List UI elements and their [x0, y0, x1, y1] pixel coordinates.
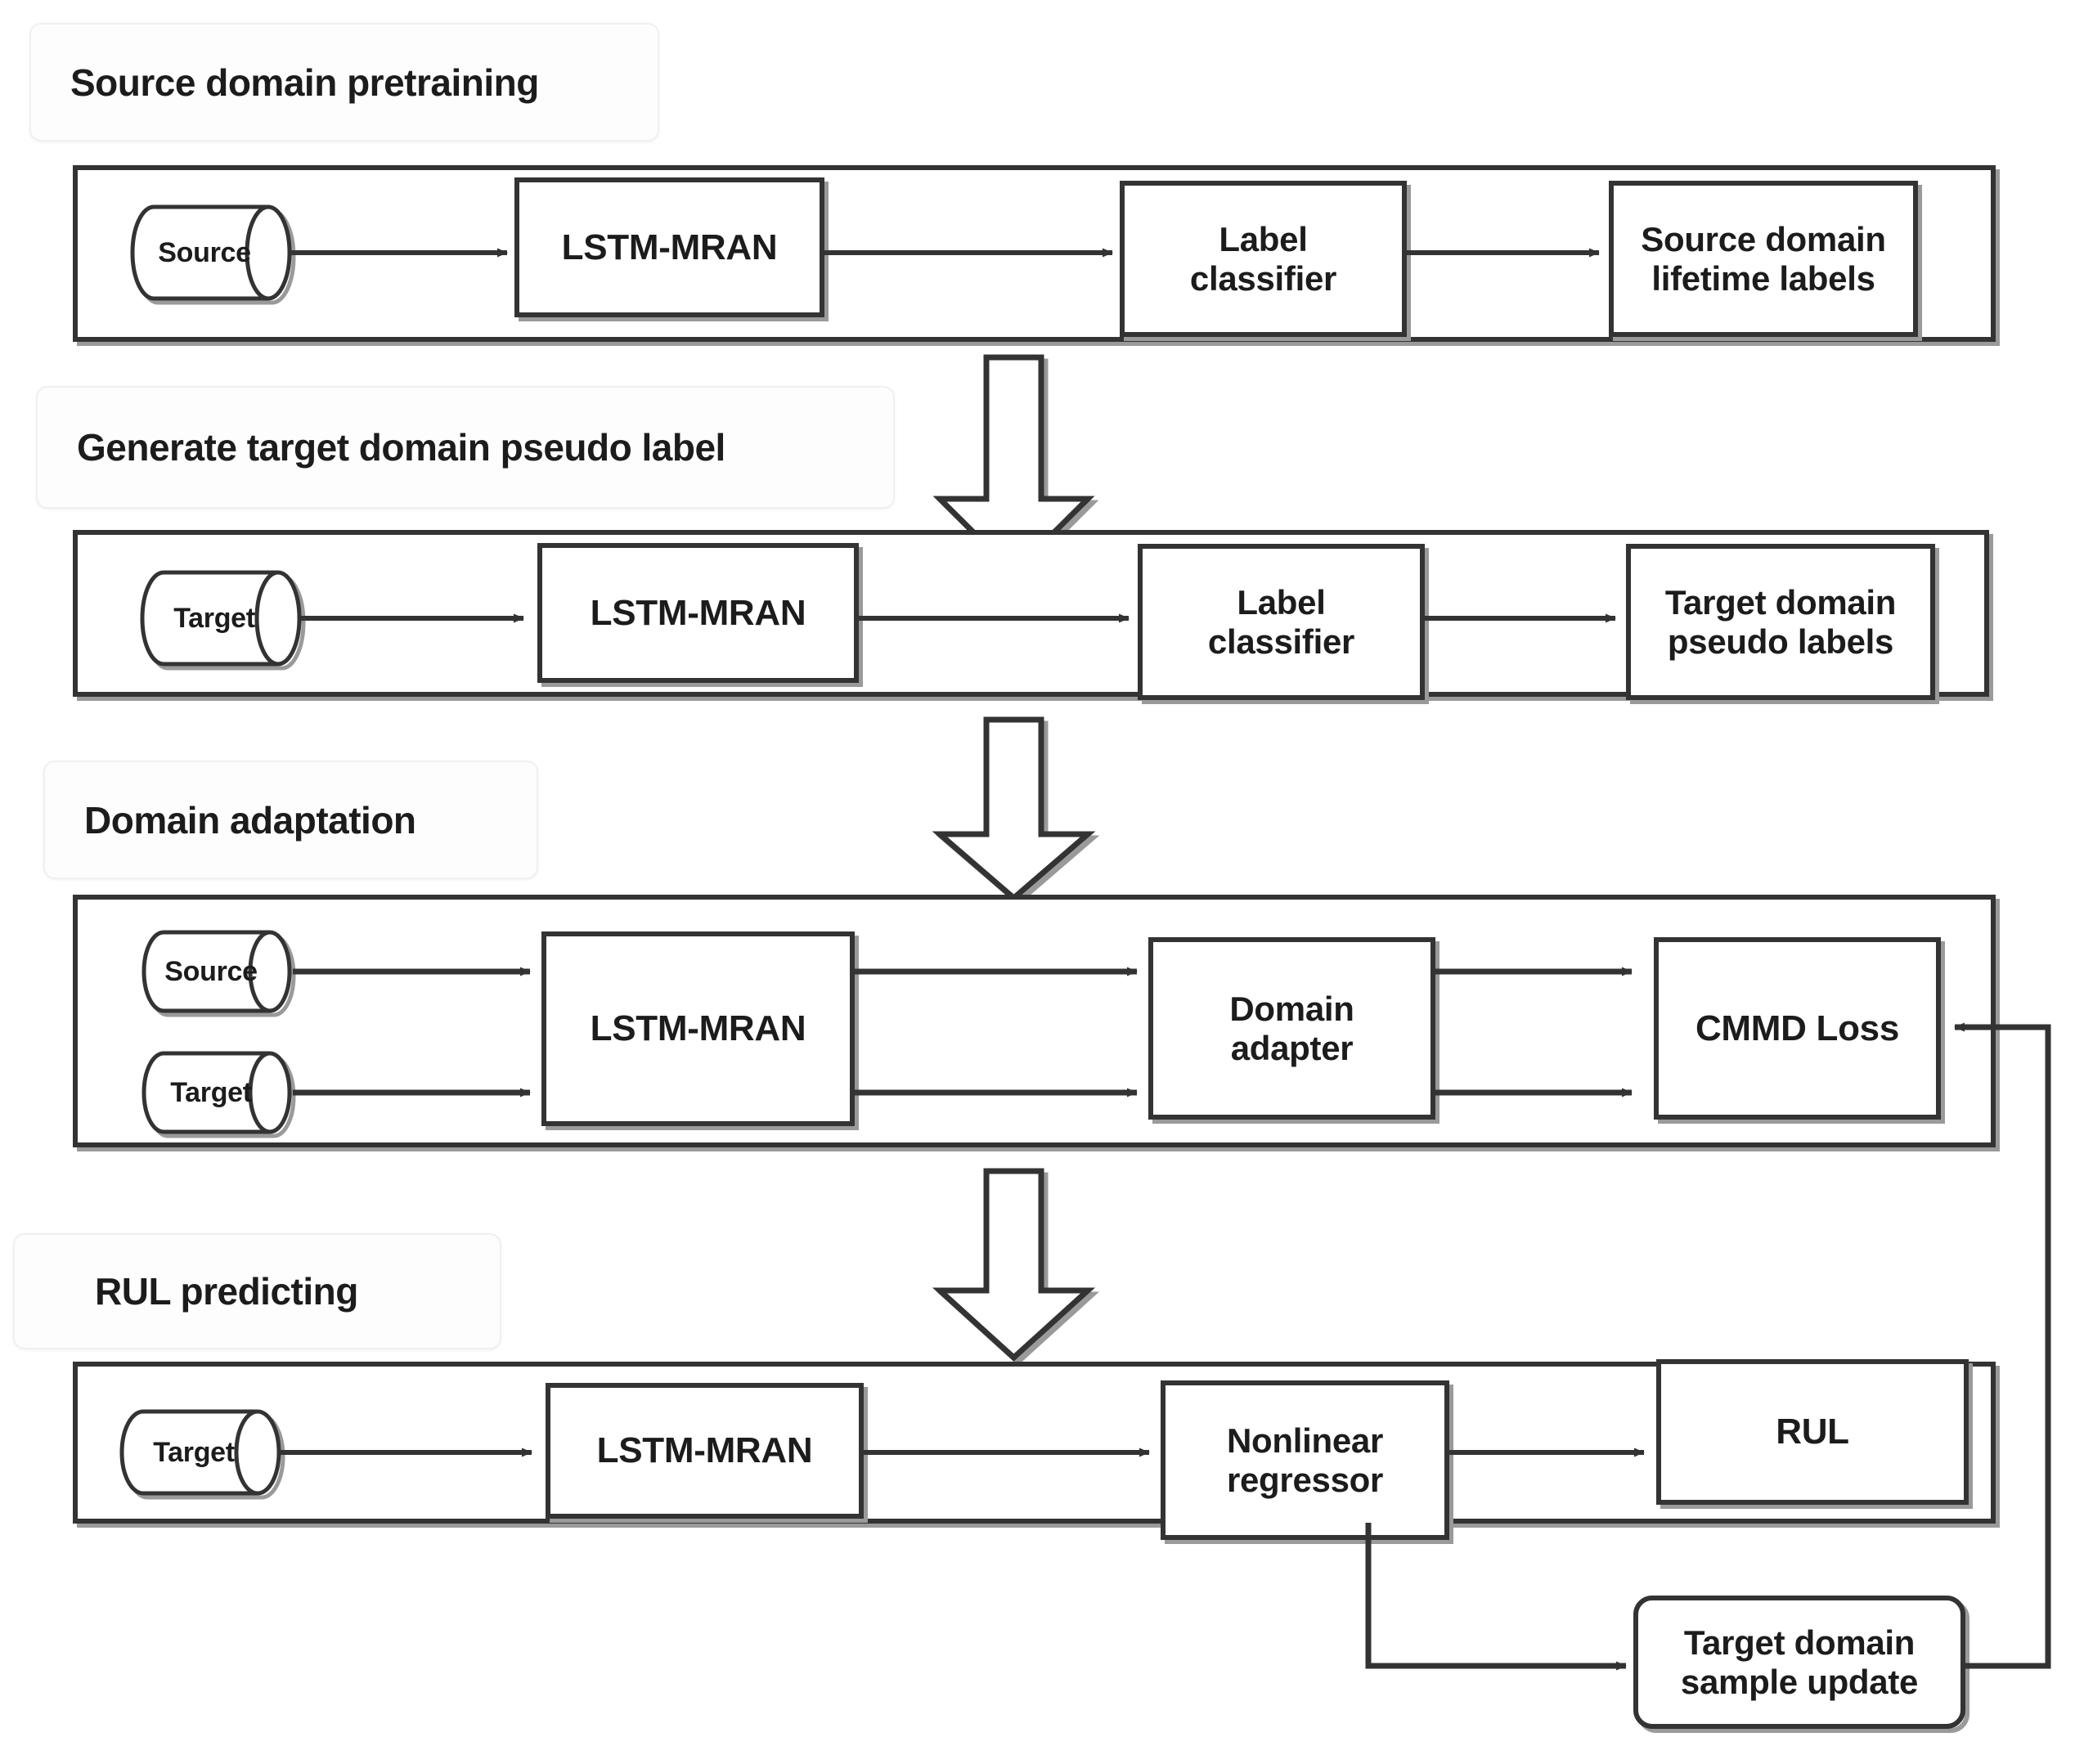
block-arrow-3 — [932, 1168, 1100, 1366]
section-2-classifier-box — [1138, 544, 1429, 704]
feedback-path-to-update — [1365, 1523, 1627, 1671]
section-3-lstm-box — [541, 931, 859, 1130]
section-1-lstm-box — [514, 177, 829, 321]
section-1-classifier-box — [1120, 181, 1411, 341]
section-1-source-cylinder — [130, 204, 296, 305]
section-label-text: Generate target domain pseudo label — [77, 426, 725, 469]
section-4-regressor-box — [1161, 1380, 1453, 1544]
section-2-target-cylinder — [140, 570, 306, 671]
section-label-generate-target-domain-pseudo-label: Generate target domain pseudo label — [36, 386, 895, 509]
section-label-text: Source domain pretraining — [70, 61, 539, 104]
section-4-rul-box — [1656, 1359, 1973, 1509]
section-3-target-cylinder — [141, 1051, 296, 1138]
block-arrow-2 — [932, 716, 1100, 906]
section-2-lstm-box — [537, 543, 863, 687]
section-label-text: RUL predicting — [95, 1270, 358, 1313]
section-3-cmmd-loss-box — [1654, 937, 1945, 1124]
section-2-output-box — [1626, 544, 1939, 704]
section-4-lstm-box — [546, 1383, 868, 1523]
section-1-output-box — [1609, 181, 1922, 341]
section-3-adapter-box — [1148, 937, 1439, 1124]
section-label-source-domain-pretraining: Source domain pretraining — [29, 23, 659, 141]
section-3-source-cylinder — [141, 930, 296, 1017]
section-label-rul-predicting: RUL predicting — [13, 1233, 501, 1349]
section-label-domain-adaptation: Domain adaptation — [43, 761, 538, 879]
feedback-path-to-cmmd — [1954, 1022, 2051, 1669]
section-4-target-cylinder — [119, 1409, 285, 1500]
target-domain-sample-update-box — [1633, 1596, 1969, 1733]
section-label-text: Domain adaptation — [84, 798, 416, 842]
